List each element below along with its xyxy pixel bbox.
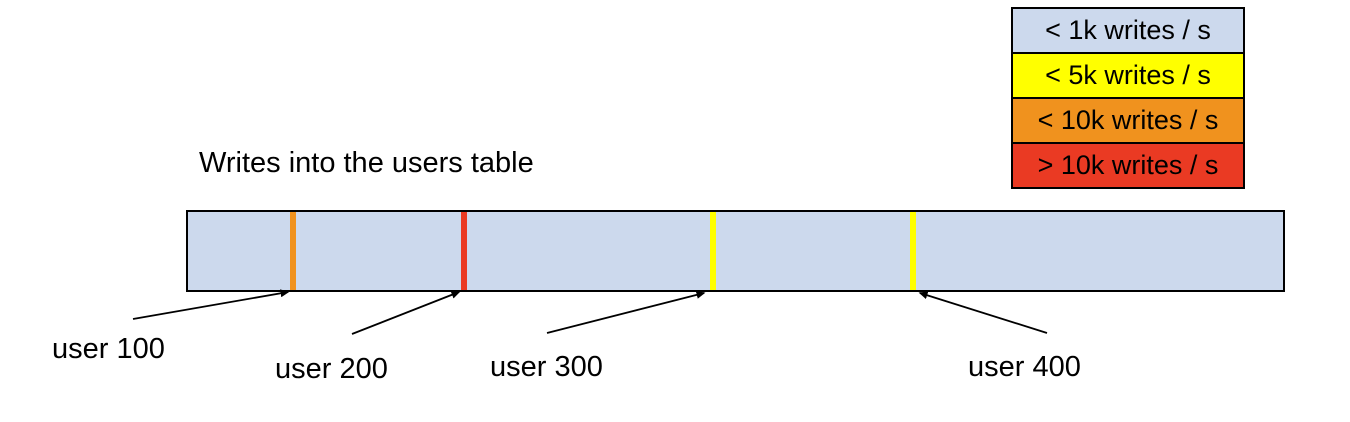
- label-arrow: [918, 291, 1048, 334]
- user-label: user 400: [968, 351, 1081, 383]
- write-hotspot-marker: [909, 212, 916, 290]
- write-hotspot-marker: [709, 212, 716, 290]
- legend-item: < 1k writes / s: [1011, 7, 1245, 54]
- users-table-bar: [186, 210, 1285, 292]
- legend-item: > 10k writes / s: [1011, 142, 1245, 189]
- diagram-title: Writes into the users table: [199, 147, 534, 179]
- legend-item: < 10k writes / s: [1011, 97, 1245, 144]
- write-hotspot-marker: [289, 212, 296, 290]
- label-arrow: [132, 289, 290, 320]
- legend: < 1k writes / s< 5k writes / s< 10k writ…: [1011, 7, 1245, 189]
- user-label: user 100: [52, 333, 165, 365]
- write-hotspot-marker: [460, 212, 467, 290]
- label-arrow: [546, 290, 706, 334]
- user-label: user 300: [490, 351, 603, 383]
- legend-item: < 5k writes / s: [1011, 52, 1245, 99]
- user-label: user 200: [275, 353, 388, 385]
- label-arrow: [351, 291, 461, 335]
